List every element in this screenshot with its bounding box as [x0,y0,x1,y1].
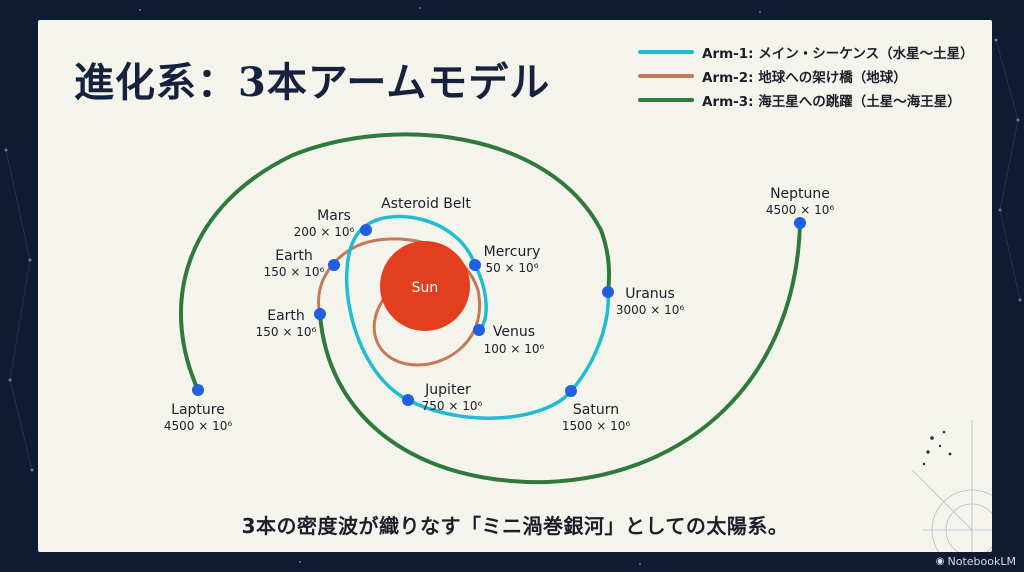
point-earth-arm-3 [314,308,326,320]
label-saturn-value: 1500 × 10⁶ [562,419,630,433]
label-jupiter-value: 750 × 10⁶ [422,399,483,413]
brand-watermark: ◉ NotebookLM [936,555,1016,568]
slide-title: 進化系：3本アームモデル [74,59,551,106]
label-mercury-name: Mercury [484,244,541,260]
label-jupiter-name: Jupiter [424,382,471,398]
arm-2-spiral [317,237,481,367]
label-mars-name: Mars [317,208,351,224]
point-lapture [192,384,204,396]
sun [380,241,470,331]
legend-label-arm-2: Arm-2: 地球への架け橋（地球） [702,70,907,86]
legend-label-arm-1: Arm-1: メイン・シーケンス（水星〜土星） [702,46,974,62]
spiral-arm-diagram: Sun Asteroid Belt Mercury 50 × 10⁶ Venus… [164,132,834,485]
arm-3-outer-arc [178,132,612,392]
legend-item-arm-1: Arm-1: メイン・シーケンス（水星〜土星） [638,40,974,64]
brand-label: NotebookLM [947,555,1016,568]
point-saturn [565,385,577,397]
point-mercury [469,259,481,271]
label-lapture-name: Lapture [171,402,225,418]
legend-swatch-arm-3 [638,98,694,102]
label-saturn-name: Saturn [573,402,619,418]
label-earth-arm-3-value: 150 × 10⁶ [256,325,317,339]
label-lapture-value: 4500 × 10⁶ [164,419,232,433]
legend-swatch-arm-1 [638,50,694,54]
label-uranus-name: Uranus [625,286,675,302]
asteroid-belt-label: Asteroid Belt [381,196,471,212]
label-earth-arm-2-value: 150 × 10⁶ [264,265,325,279]
point-earth-arm-2 [328,259,340,271]
legend-item-arm-3: Arm-3: 海王星への跳躍（土星〜海王星） [638,88,974,112]
notebooklm-logo-icon: ◉ [935,556,945,567]
label-venus-name: Venus [493,324,535,340]
label-earth-arm-3-name: Earth [267,308,305,324]
slide-card: 進化系：3本アームモデル Arm-1: メイン・シーケンス（水星〜土星） Arm… [38,20,992,552]
legend: Arm-1: メイン・シーケンス（水星〜土星） Arm-2: 地球への架け橋（地… [638,40,974,112]
legend-label-arm-3: Arm-3: 海王星への跳躍（土星〜海王星） [702,94,961,110]
orbit-points [192,217,806,406]
label-neptune-value: 4500 × 10⁶ [766,203,834,217]
slide-caption: 3本の密度波が織りなす「ミニ渦巻銀河」としての太陽系。 [241,514,789,538]
star-chart-decoration [911,420,992,552]
legend-swatch-arm-2 [638,74,694,78]
label-earth-arm-2-name: Earth [275,248,313,264]
label-venus-value: 100 × 10⁶ [484,342,545,356]
label-mars-value: 200 × 10⁶ [294,225,355,239]
label-neptune-name: Neptune [770,186,830,202]
point-jupiter [402,394,414,406]
sun-label: Sun [412,280,439,296]
label-uranus-value: 3000 × 10⁶ [616,303,684,317]
arm-3-inner-spiral [318,221,802,485]
point-uranus [602,286,614,298]
legend-item-arm-2: Arm-2: 地球への架け橋（地球） [638,64,974,88]
point-mars [360,224,372,236]
point-neptune [794,217,806,229]
label-mercury-value: 50 × 10⁶ [485,261,538,275]
point-venus [473,324,485,336]
